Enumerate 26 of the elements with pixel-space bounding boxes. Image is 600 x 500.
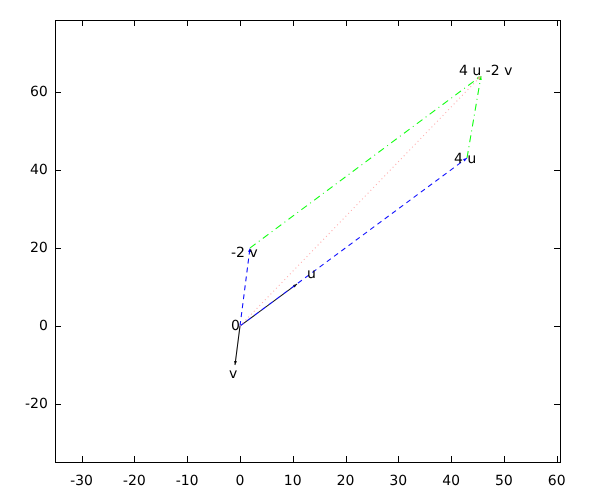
axis-tick-label: 60 <box>30 84 48 100</box>
vector-arrow <box>250 76 482 248</box>
axis-tick-label: -20 <box>25 396 48 412</box>
axis-tick-label: 50 <box>495 473 513 489</box>
axis-tick-label: 0 <box>236 473 244 489</box>
point-label: 0 <box>231 318 240 334</box>
vector-arrow <box>234 326 240 366</box>
axis-tick-label: 20 <box>336 473 354 489</box>
axis-tick-label: 60 <box>548 473 566 489</box>
axis-tick-label: -30 <box>70 473 93 489</box>
axis-tick-label: 40 <box>442 473 460 489</box>
vector-arrow <box>240 248 251 326</box>
vector-arrow <box>466 76 482 158</box>
axis-tick-label: -20 <box>122 473 146 489</box>
vector-arrow <box>240 76 482 326</box>
point-label: v <box>229 366 238 382</box>
axis-tick-label: 20 <box>30 240 48 256</box>
vector-arrow <box>240 158 468 326</box>
axis-tick-label: 0 <box>39 318 48 334</box>
axis-tick-label: -10 <box>176 473 199 489</box>
axis-tick-label: 10 <box>284 473 302 489</box>
axis-tick-label: 40 <box>30 162 48 178</box>
point-label: -2 v <box>231 245 258 261</box>
point-label: 4 u <box>454 151 476 167</box>
point-label: 4 u -2 v <box>459 63 512 79</box>
axis-tick-label: 30 <box>389 473 408 489</box>
